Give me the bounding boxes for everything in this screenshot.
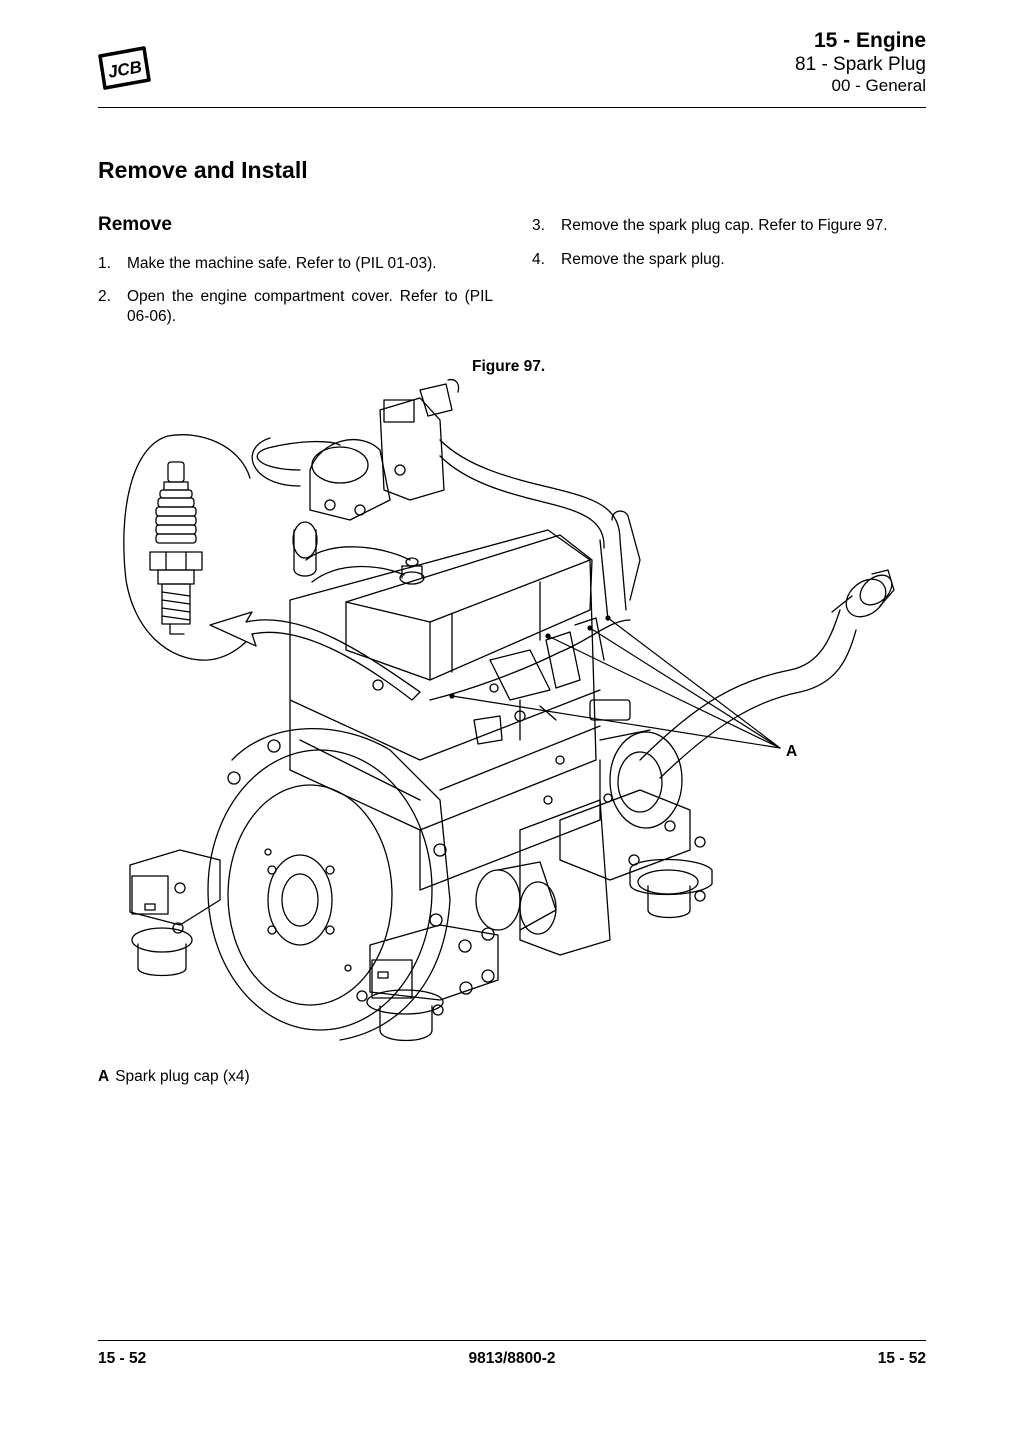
section-title: 81 - Spark Plug bbox=[795, 54, 926, 76]
remove-heading: Remove bbox=[98, 214, 172, 235]
step-number: 4. bbox=[532, 251, 545, 268]
step-text: Remove the spark plug cap. Refer to Figu… bbox=[561, 217, 888, 234]
spark-plug-leads bbox=[372, 617, 631, 805]
left-engine-mount bbox=[129, 849, 221, 977]
step-text: Open the engine compartment cover. Refer… bbox=[127, 288, 493, 325]
intake-hose bbox=[251, 437, 641, 621]
alternator bbox=[599, 729, 683, 829]
legend-key: A bbox=[98, 1068, 110, 1085]
footer-doc-number: 9813/8800-2 bbox=[468, 1350, 556, 1367]
figure-legend: A Spark plug cap (x4) bbox=[98, 1068, 250, 1086]
step-text: Make the machine safe. Refer to (PIL 01-… bbox=[127, 255, 437, 272]
flywheel-housing bbox=[207, 728, 451, 1041]
jcb-logo: JCB bbox=[98, 46, 151, 90]
header-divider bbox=[98, 107, 926, 108]
carburettor bbox=[292, 378, 460, 577]
figure-caption: Figure 97. bbox=[472, 358, 546, 375]
page-title: Remove and Install bbox=[98, 157, 308, 183]
oil-filler bbox=[305, 546, 425, 585]
chapter-title: 15 - Engine bbox=[813, 29, 926, 52]
step-number: 1. bbox=[98, 255, 111, 272]
starter-motor bbox=[475, 861, 557, 935]
page-header: 15 - Engine 81 - Spark Plug 00 - General bbox=[795, 29, 927, 95]
footer-page-right: 15 - 52 bbox=[877, 1350, 926, 1367]
step-number: 3. bbox=[532, 217, 545, 234]
step-text: Remove the spark plug. bbox=[561, 251, 725, 268]
spark-plug-inset bbox=[123, 434, 263, 661]
callout-a: A bbox=[786, 743, 798, 760]
engine-block bbox=[289, 529, 611, 956]
step-number: 2. bbox=[98, 288, 111, 305]
pointer-arrow bbox=[209, 611, 421, 701]
right-engine-mounts bbox=[559, 789, 713, 919]
front-engine-mount bbox=[356, 924, 499, 1042]
subsection-title: 00 - General bbox=[831, 75, 927, 95]
footer-divider bbox=[98, 1340, 926, 1341]
callout-leader-lines bbox=[449, 615, 781, 749]
legend-text: Spark plug cap (x4) bbox=[115, 1068, 250, 1085]
filler-pipe bbox=[639, 569, 895, 779]
engine-illustration bbox=[123, 378, 895, 1042]
footer-page-left: 15 - 52 bbox=[98, 1350, 147, 1367]
